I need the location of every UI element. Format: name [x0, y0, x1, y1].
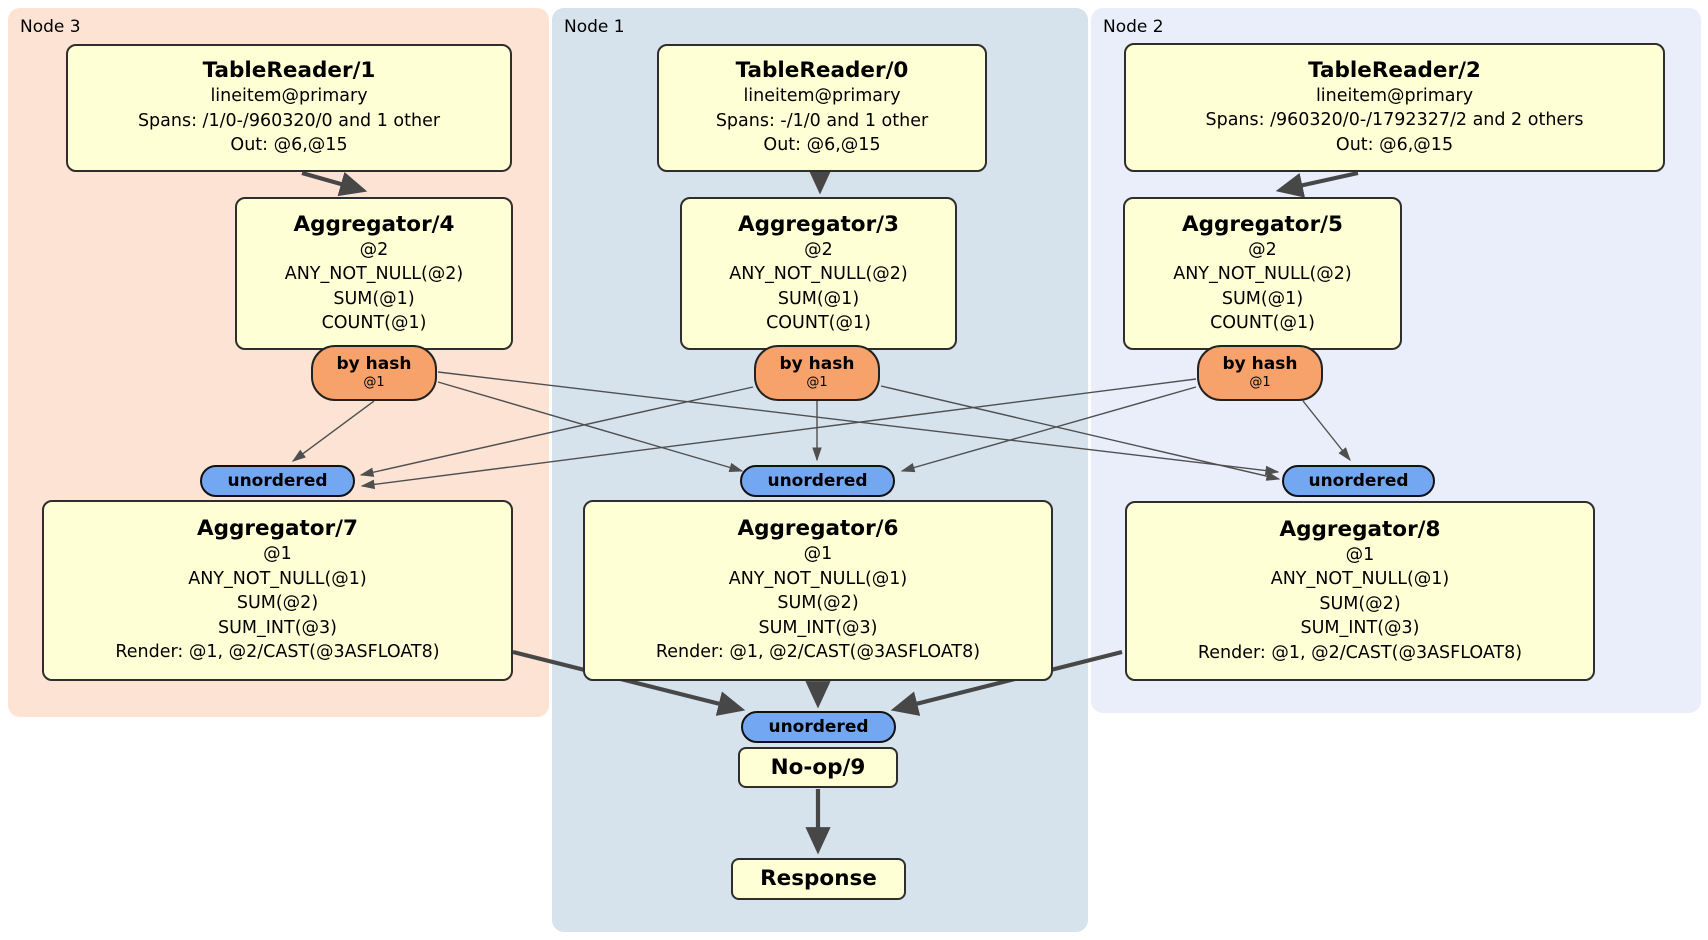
- router-detail: @1: [806, 375, 828, 390]
- processor-line: Out: @6,@15: [763, 135, 881, 156]
- stream-unordered-8: unordered: [1282, 465, 1435, 497]
- processor-line: @1: [803, 544, 833, 565]
- processor-title: Aggregator/4: [293, 211, 455, 237]
- processor-line: ANY_NOT_NULL(@1): [728, 568, 908, 589]
- stream-unordered-7: unordered: [200, 465, 355, 497]
- stream-label: unordered: [767, 471, 868, 491]
- processor-line: SUM(@1): [1221, 288, 1304, 309]
- processor-line: Render: @1, @2/CAST(@3ASFLOAT8): [655, 642, 981, 663]
- router-label: by hash: [779, 354, 855, 374]
- stream-label: unordered: [768, 717, 869, 737]
- processor-title: TableReader/0: [735, 58, 909, 84]
- region-node3-label: Node 3: [20, 17, 81, 37]
- processor-line: Spans: /960320/0-/1792327/2 and 2 others: [1205, 110, 1584, 131]
- processor-line: Out: @6,@15: [230, 135, 348, 156]
- processor-line: SUM_INT(@3): [1300, 618, 1420, 639]
- processor-line: SUM(@2): [236, 593, 319, 614]
- router-label: by hash: [336, 354, 412, 374]
- router-label: by hash: [1222, 354, 1298, 374]
- processor-line: SUM(@2): [1319, 593, 1401, 614]
- processor-line: @2: [1248, 239, 1277, 260]
- stream-unordered-final: unordered: [741, 711, 896, 743]
- processor-aggregator-5: Aggregator/5 @2 ANY_NOT_NULL(@2) SUM(@1)…: [1123, 197, 1402, 350]
- processor-aggregator-4: Aggregator/4 @2 ANY_NOT_NULL(@2) SUM(@1)…: [235, 197, 513, 350]
- processor-title: Aggregator/5: [1182, 211, 1343, 237]
- processor-line: ANY_NOT_NULL(@2): [1173, 264, 1352, 284]
- processor-line: ANY_NOT_NULL(@2): [284, 264, 464, 284]
- processor-line: @1: [263, 544, 292, 565]
- processor-line: COUNT(@1): [321, 313, 427, 333]
- processor-aggregator-6: Aggregator/6 @1 ANY_NOT_NULL(@1) SUM(@2)…: [583, 500, 1053, 681]
- processor-tablereader-1: TableReader/1 lineitem@primary Spans: /1…: [66, 44, 512, 172]
- router-detail: @1: [1249, 375, 1271, 390]
- processor-line: Render: @1, @2/CAST(@3ASFLOAT8): [1197, 642, 1523, 663]
- processor-line: ANY_NOT_NULL(@1): [1270, 569, 1450, 590]
- processor-title: TableReader/1: [202, 58, 376, 84]
- processor-line: Spans: -/1/0 and 1 other: [715, 110, 929, 131]
- region-node2-label: Node 2: [1103, 17, 1164, 37]
- processor-line: SUM(@1): [333, 288, 415, 309]
- region-node1-label: Node 1: [564, 17, 625, 37]
- processor-title: Aggregator/8: [1279, 516, 1441, 542]
- processor-line: Spans: /1/0-/960320/0 and 1 other: [137, 110, 441, 131]
- processor-line: @2: [804, 239, 833, 260]
- stream-label: unordered: [1308, 471, 1409, 491]
- processor-title: Aggregator/7: [197, 516, 358, 542]
- processor-line: ANY_NOT_NULL(@2): [729, 264, 908, 284]
- processor-aggregator-8: Aggregator/8 @1 ANY_NOT_NULL(@1) SUM(@2)…: [1125, 501, 1595, 681]
- processor-response: Response: [731, 858, 906, 900]
- processor-title: No-op/9: [770, 754, 866, 780]
- processor-line: SUM(@2): [777, 593, 859, 614]
- stream-unordered-6: unordered: [740, 465, 895, 497]
- processor-tablereader-0: TableReader/0 lineitem@primary Spans: -/…: [657, 44, 987, 172]
- processor-line: @2: [359, 239, 389, 260]
- processor-title: Aggregator/6: [737, 516, 899, 542]
- processor-line: Out: @6,@15: [1335, 134, 1454, 155]
- processor-line: COUNT(@1): [1210, 313, 1315, 333]
- processor-line: lineitem@primary: [743, 86, 901, 107]
- router-detail: @1: [363, 375, 385, 390]
- processor-aggregator-3: Aggregator/3 @2 ANY_NOT_NULL(@2) SUM(@1)…: [680, 197, 957, 350]
- processor-title: TableReader/2: [1308, 57, 1481, 83]
- processor-title: Aggregator/3: [738, 211, 899, 237]
- processor-line: SUM_INT(@3): [758, 617, 878, 638]
- stream-label: unordered: [227, 471, 328, 491]
- processor-line: lineitem@primary: [210, 86, 368, 107]
- router-by-hash-4: by hash @1: [311, 345, 437, 401]
- processor-aggregator-7: Aggregator/7 @1 ANY_NOT_NULL(@1) SUM(@2)…: [42, 500, 513, 681]
- processor-line: COUNT(@1): [766, 313, 871, 333]
- processor-title: Response: [760, 866, 877, 891]
- processor-line: @1: [1345, 544, 1375, 565]
- router-by-hash-3: by hash @1: [754, 345, 880, 401]
- router-by-hash-5: by hash @1: [1197, 345, 1323, 401]
- processor-line: SUM_INT(@3): [218, 617, 337, 638]
- processor-line: lineitem@primary: [1315, 85, 1474, 106]
- processor-line: ANY_NOT_NULL(@1): [188, 568, 367, 589]
- processor-line: Render: @1, @2/CAST(@3ASFLOAT8): [115, 642, 440, 663]
- processor-tablereader-2: TableReader/2 lineitem@primary Spans: /9…: [1124, 43, 1665, 172]
- processor-noop-9: No-op/9: [738, 747, 898, 788]
- processor-line: SUM(@1): [777, 288, 860, 309]
